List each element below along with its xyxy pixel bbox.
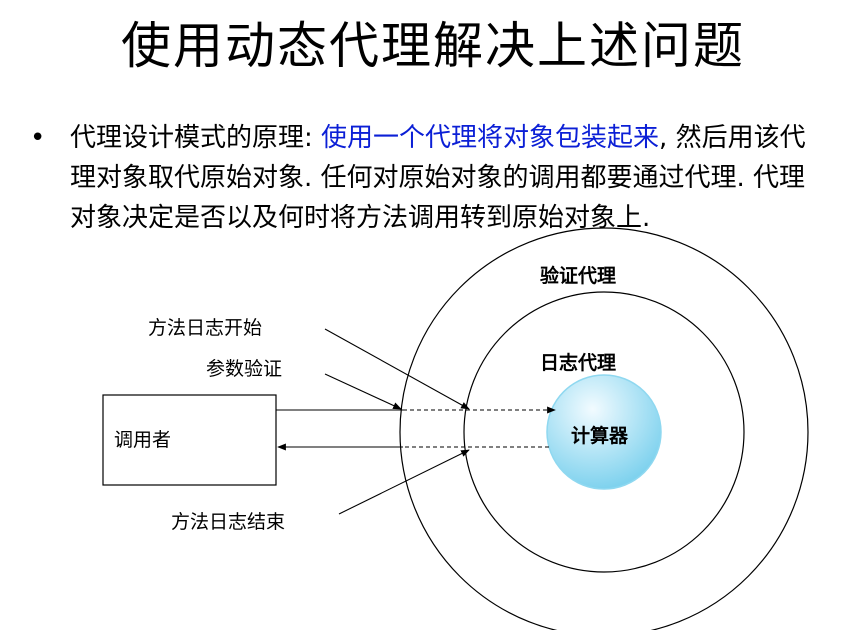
outer-proxy-circle: [399, 227, 809, 630]
inner-proxy-label: 日志代理: [540, 351, 616, 374]
log-start-pointer-arrow: [324, 328, 470, 410]
core-label: 计算器: [571, 424, 629, 447]
bullet-highlight: 使用一个代理将对象包装起来: [321, 123, 660, 153]
bullet-text: 代理设计模式的原理: 使用一个代理将对象包装起来, 然后用该代理对象取代原始对象…: [70, 118, 830, 238]
bullet-marker: •: [30, 123, 46, 153]
log-end-label: 方法日志结束: [171, 511, 285, 533]
page-title: 使用动态代理解决上述问题: [121, 17, 745, 75]
log-end-pointer-arrow: [338, 449, 470, 515]
param-validation-label: 参数验证: [206, 358, 282, 380]
caller-box: [102, 394, 277, 486]
bullet-prefix: 代理设计模式的原理:: [70, 123, 322, 153]
param-validation-pointer-arrow: [324, 373, 402, 410]
calculator-core: [546, 374, 662, 490]
inner-proxy-circle: [463, 291, 745, 573]
bullet-rest: , 然后用该代理对象取代原始对象. 任何对原始对象的调用都要通过代理. 代理对象…: [70, 123, 806, 233]
caller-label: 调用者: [114, 429, 171, 451]
outer-proxy-label: 验证代理: [540, 264, 616, 287]
log-start-label: 方法日志开始: [148, 317, 262, 339]
